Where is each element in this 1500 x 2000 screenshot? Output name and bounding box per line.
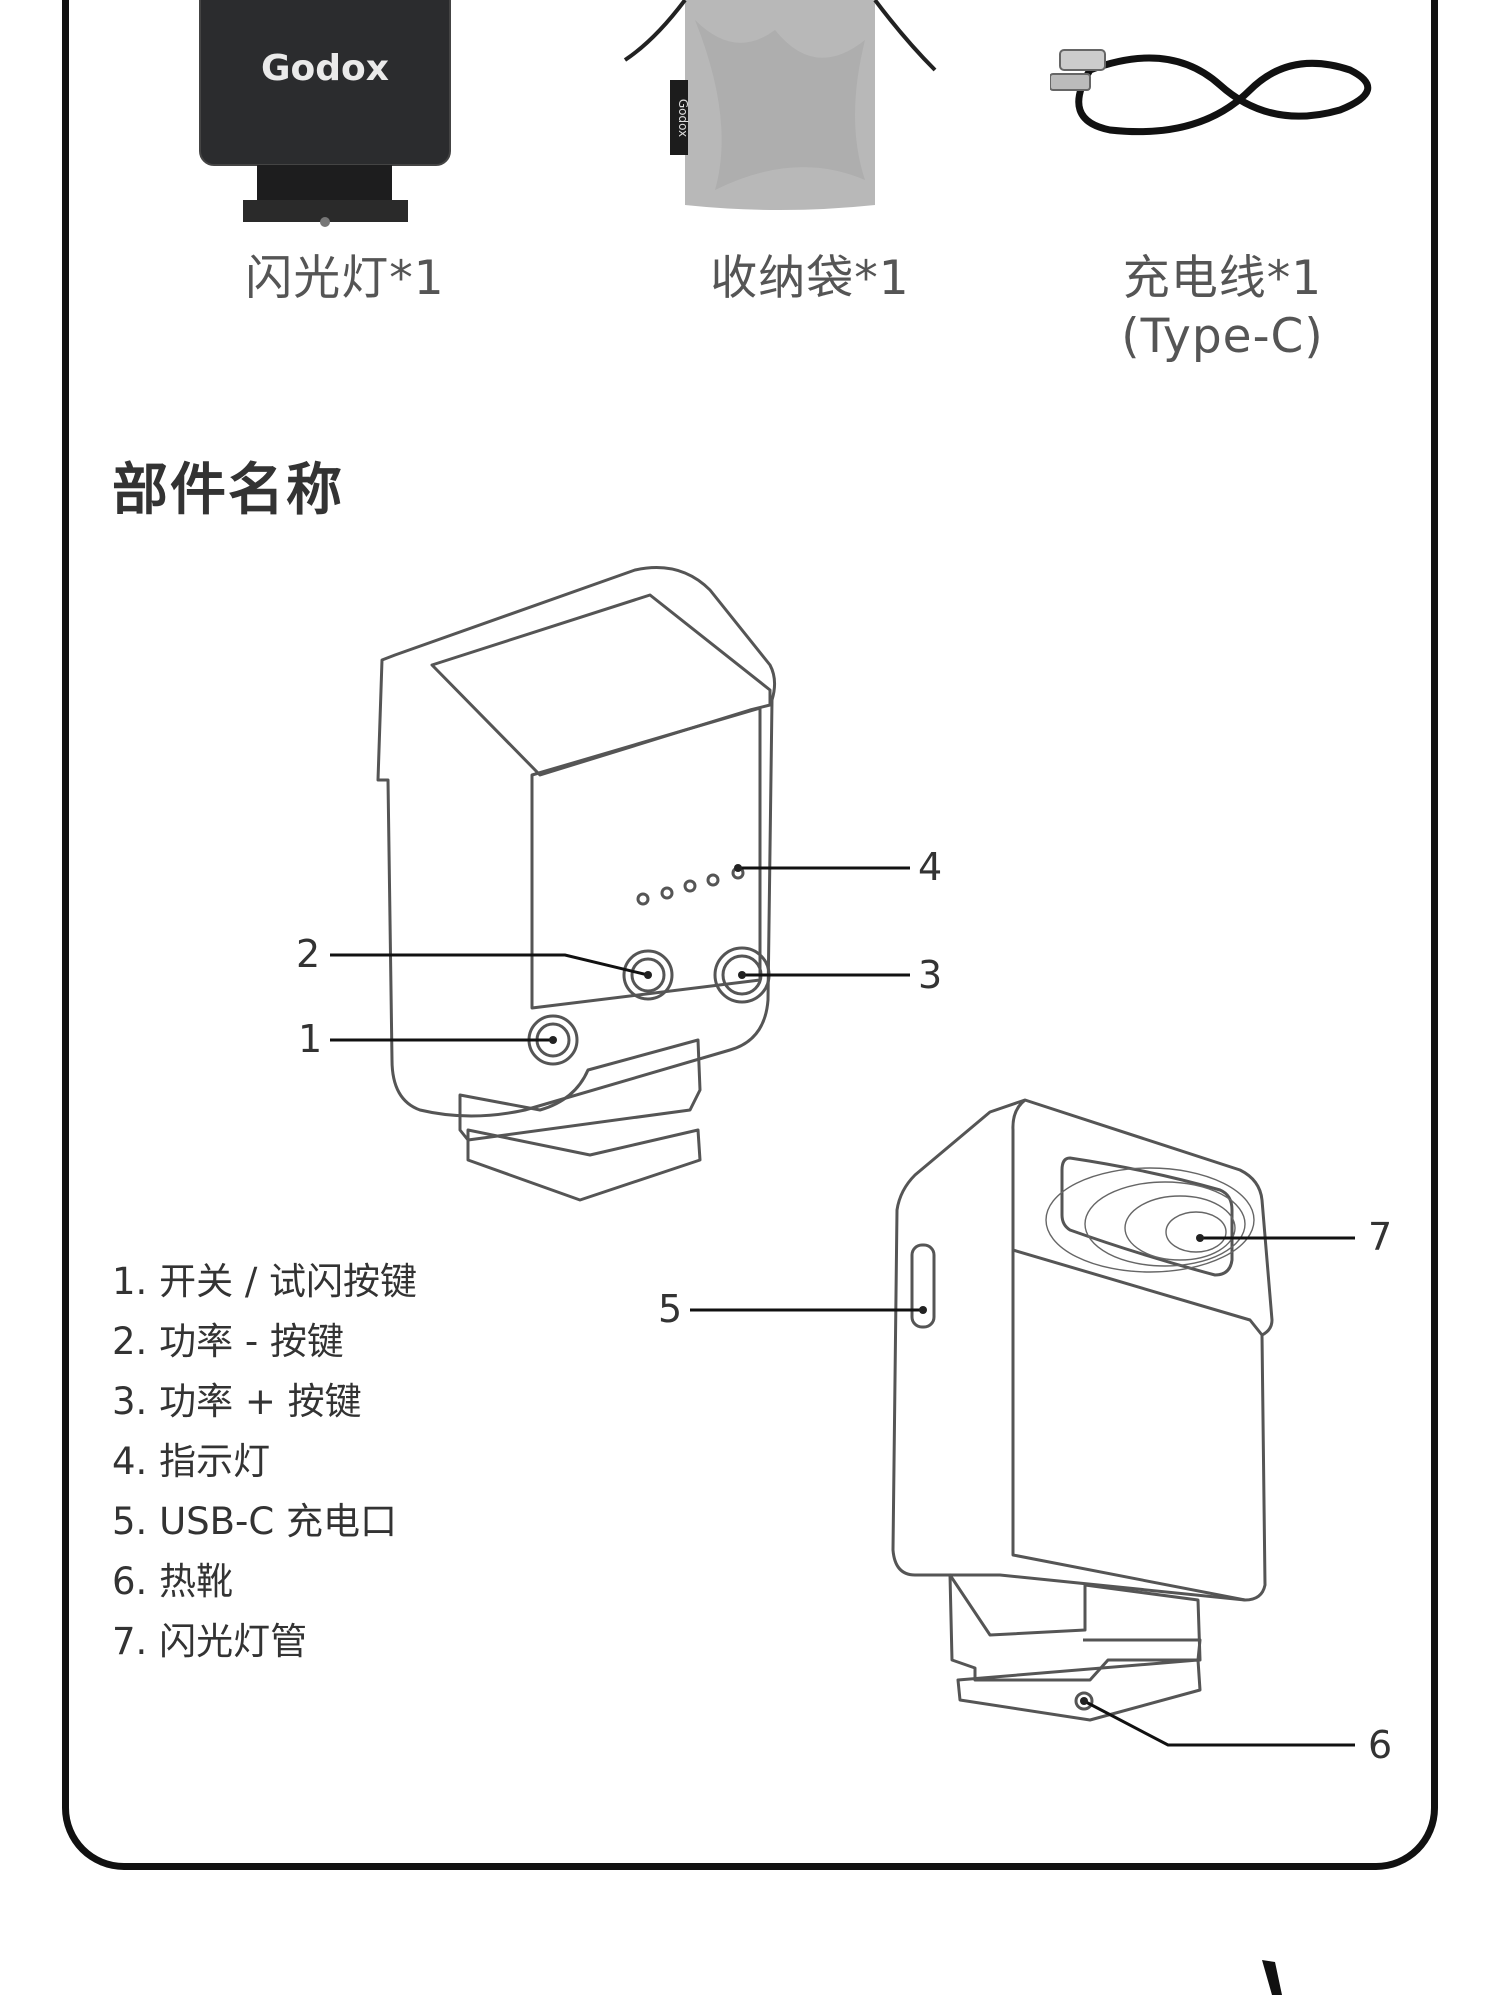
parts-list-item: 5. USB-C 充电口 xyxy=(112,1500,397,1543)
flash-caption: 闪光灯*1 xyxy=(245,251,445,306)
hot-shoe-back xyxy=(948,1573,1202,1682)
cable-caption-line2: (Type-C) xyxy=(1121,309,1324,364)
cable-caption: 充电线*1 (Type-C) xyxy=(1095,250,1350,366)
hot-shoe-front xyxy=(458,1038,702,1142)
callout-4: 4 xyxy=(918,845,942,889)
flash-unit-image: Godox xyxy=(199,0,451,227)
flash-front-outline xyxy=(376,566,777,1118)
parts-list-item: 2. 功率 - 按键 xyxy=(112,1320,344,1363)
callout-1: 1 xyxy=(298,1017,322,1061)
callout-6: 6 xyxy=(1368,1723,1392,1767)
callout-5: 5 xyxy=(658,1287,682,1331)
charging-cable-image xyxy=(1050,49,1372,136)
pouch-logo: Godox xyxy=(676,99,690,137)
callout-7: 7 xyxy=(1368,1215,1392,1259)
section-title: 部件名称 xyxy=(112,458,344,523)
callout-3: 3 xyxy=(918,953,942,997)
content-frame xyxy=(62,0,1438,1870)
pouch-caption: 收纳袋*1 xyxy=(710,251,910,306)
storage-pouch-image: Godox xyxy=(623,0,937,210)
parts-list-item: 7. 闪光灯管 xyxy=(112,1620,308,1663)
parts-list: 1. 开关 / 试闪按键 2. 功率 - 按键 3. 功率 + 按键 4. 指示… xyxy=(112,1252,417,1672)
flash-back-outline xyxy=(891,1098,1274,1602)
parts-list-item: 6. 热靴 xyxy=(112,1560,234,1603)
flash-logo: Godox xyxy=(261,48,389,89)
parts-list-item: 1. 开关 / 试闪按键 xyxy=(112,1260,418,1303)
parts-list-item: 4. 指示灯 xyxy=(112,1440,271,1483)
parts-list-item: 3. 功率 + 按键 xyxy=(112,1380,362,1423)
cable-caption-line1: 充电线*1 xyxy=(1122,251,1323,306)
callout-2: 2 xyxy=(296,932,320,976)
